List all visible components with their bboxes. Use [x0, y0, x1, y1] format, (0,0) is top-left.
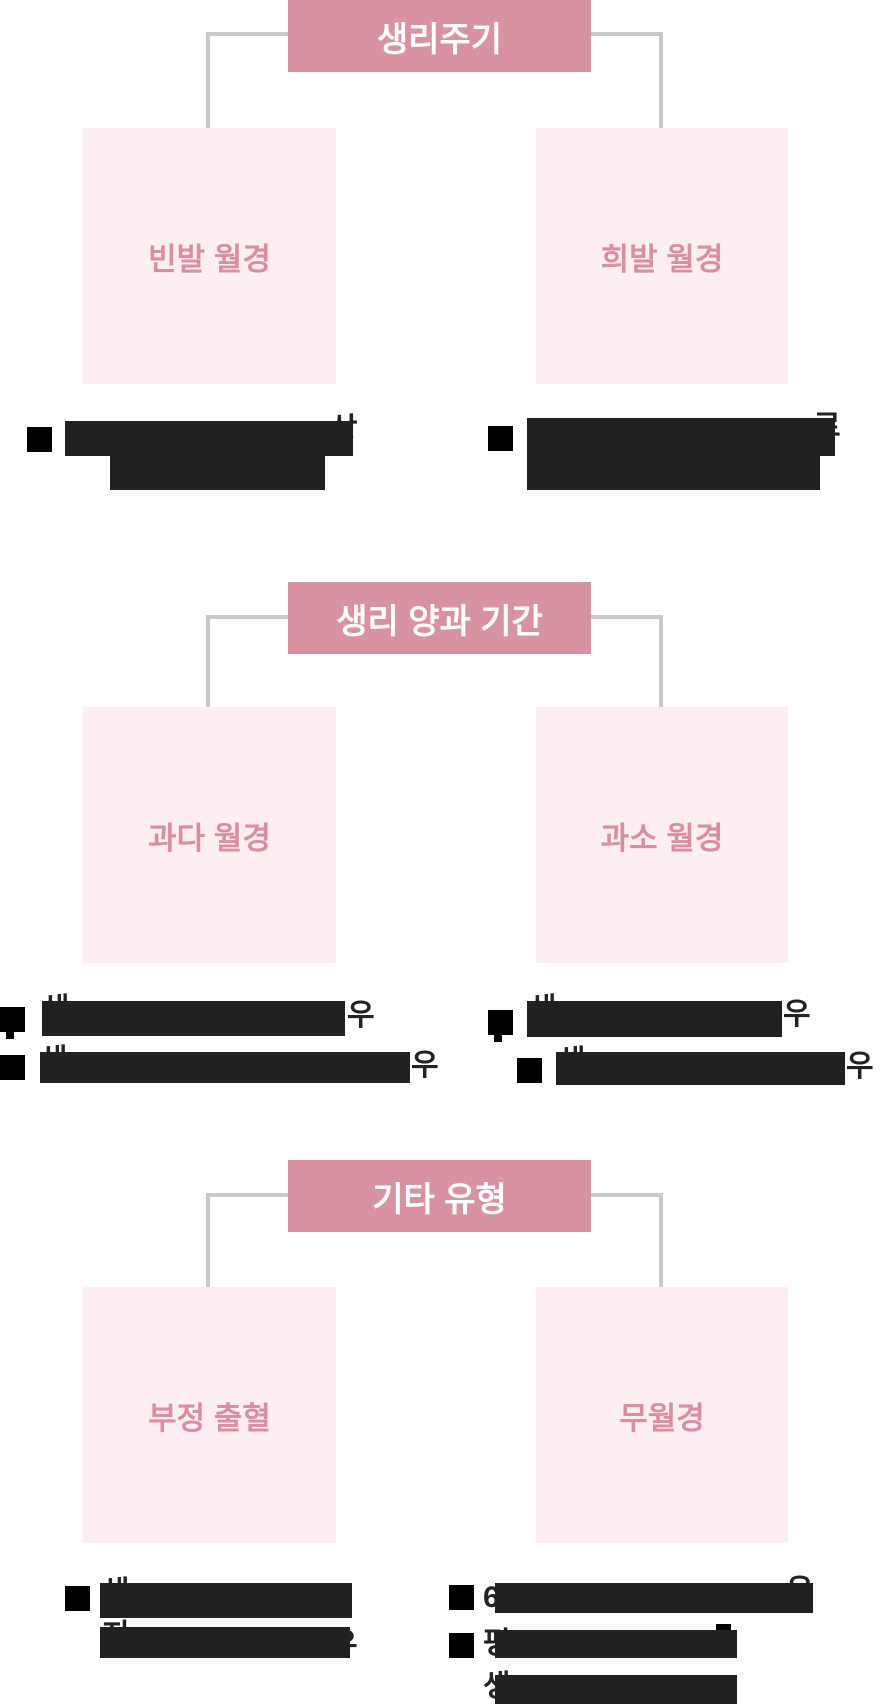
node-box-cycle-right: 희발 월경: [536, 128, 788, 384]
bullet-square: [0, 1055, 25, 1080]
glyph-tick: [6, 1032, 14, 1039]
connector-left-horizontal: [206, 615, 288, 619]
bullet-square: [449, 1633, 474, 1658]
connector-right-horizontal: [591, 32, 663, 36]
redaction-bar: [495, 1630, 737, 1658]
redaction-bar: [527, 456, 820, 490]
node-label: 과다 월경: [148, 820, 271, 856]
redaction-bar: [100, 1583, 352, 1618]
connector-left-vertical: [206, 1193, 210, 1287]
text-fragment: 우: [347, 999, 375, 1032]
connector-right-vertical: [659, 1193, 663, 1287]
bullet-square: [449, 1585, 474, 1610]
bullet-square: [517, 1058, 542, 1083]
redaction-bar: [42, 1001, 345, 1036]
connector-right-vertical: [659, 615, 663, 707]
node-label: 희발 월경: [600, 241, 724, 277]
redaction-bar: [495, 1583, 813, 1613]
connector-right-horizontal: [591, 1193, 663, 1197]
glyph-tick: [716, 1624, 731, 1630]
node-label: 부정 출혈: [148, 1400, 271, 1436]
redaction-bar: [40, 1052, 410, 1083]
section-header-other-types: 기타 유형: [288, 1160, 591, 1232]
bullet-square: [65, 1586, 90, 1611]
redaction-bar: [527, 1001, 782, 1037]
text-fragment: 우: [783, 998, 811, 1031]
bullet-square: [488, 1010, 513, 1035]
section-header-amount-duration: 생리 양과 기간: [288, 582, 591, 654]
connector-left-vertical: [206, 32, 210, 128]
connector-right-horizontal: [591, 615, 663, 619]
node-label: 무월경: [619, 1400, 705, 1436]
node-label: 빈발 월경: [148, 241, 271, 277]
redaction-bar: [100, 1627, 350, 1658]
redaction-bar: [527, 418, 835, 456]
bullet-square: [0, 1007, 25, 1032]
redaction-bar: [65, 421, 353, 456]
redaction-bar: [110, 456, 325, 490]
connector-left-horizontal: [206, 32, 288, 36]
redaction-bar: [495, 1675, 737, 1704]
node-box-other-types-left: 부정 출혈: [83, 1287, 336, 1543]
node-box-cycle-left: 빈발 월경: [83, 128, 336, 384]
connector-left-vertical: [206, 615, 210, 707]
node-box-other-types-right: 무월경: [536, 1287, 788, 1543]
node-box-amount-duration-right: 과소 월경: [536, 707, 788, 963]
connector-left-horizontal: [206, 1193, 288, 1197]
bullet-square: [488, 426, 513, 451]
bullet-square: [27, 427, 52, 452]
node-label: 과소 월경: [600, 820, 724, 856]
text-fragment: 우: [411, 1049, 439, 1082]
glyph-tick: [494, 1035, 502, 1042]
text-fragment: 우: [846, 1050, 874, 1083]
connector-right-vertical: [659, 32, 663, 128]
node-box-amount-duration-left: 과다 월경: [83, 707, 336, 963]
redaction-bar: [556, 1052, 845, 1085]
section-header-cycle: 생리주기: [288, 0, 591, 72]
